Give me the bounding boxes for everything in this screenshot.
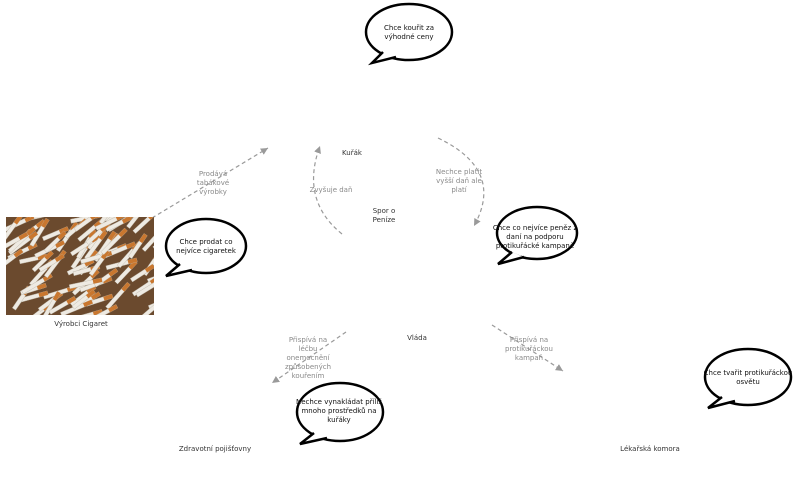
cigarette-shape: [132, 217, 154, 234]
cigarette-shape: [48, 295, 77, 315]
edge-label-prodava: Prodává tabákové výrobky: [196, 170, 230, 196]
bubble-text-kurak: Chce kouřit za výhodné ceny: [384, 24, 434, 41]
cigarette-shape: [148, 293, 154, 310]
edge-label-prispiva-lecbu: Přispívá na léčbu onemocnění způsobených…: [284, 336, 332, 380]
cigarette-shape: [135, 275, 154, 298]
cigarette-shape: [71, 289, 96, 310]
cigarette-shape: [43, 230, 67, 253]
speech-bubble-pojistovny: [295, 381, 385, 446]
speech-bubble-kurak: [364, 2, 454, 66]
node-lekarska-komora: Lékařská komora: [620, 445, 680, 453]
node-kurak: Kuřák: [342, 149, 362, 157]
cigarette-shape: [41, 226, 69, 241]
speech-bubble-vlada: [495, 205, 579, 266]
cigarette-shape: [130, 263, 154, 283]
cigarette-shape: [73, 309, 103, 315]
cigarette-shape: [141, 227, 154, 252]
edge-nechce-platit-arrow: [437, 137, 485, 227]
cigarette-shape: [95, 217, 126, 231]
cigarette-shape: [128, 233, 148, 259]
speech-bubble-vyrobci: [164, 217, 248, 278]
bubble-text-pojistovny: Nechce vynakládat příliš mnoho prostředk…: [295, 398, 382, 424]
cigarette-shape: [126, 217, 147, 229]
cigarette-shape: [38, 253, 65, 273]
bubble-text-vyrobci: Chce prodat co nejvíce cigaretek: [176, 238, 236, 255]
cigarette-shape: [105, 217, 132, 232]
cigarette-shape: [88, 249, 110, 277]
cigarette-shape: [42, 291, 61, 315]
node-vlada: Vláda: [407, 334, 427, 342]
cigarette-shape: [6, 217, 23, 241]
cigarette-shape: [68, 277, 103, 289]
cigarette-shape: [146, 267, 154, 284]
edge-label-prispiva-kampan: Přispívá na protikuřáckou kampaň: [505, 336, 553, 362]
cigarette-shape: [31, 250, 54, 273]
cigarette-shape: [19, 290, 49, 303]
cigarette-shape: [86, 304, 119, 315]
edge-label-zvysuje: Zvyšuje daň: [309, 186, 353, 194]
cigarette-shape: [100, 227, 128, 255]
edge-zvysuje-arrow: [313, 145, 343, 235]
cigarette-shape: [141, 293, 154, 315]
cigarettes-pattern: [6, 217, 154, 315]
cigarettes-image: [6, 217, 154, 315]
edge-label-nechce-platit: Nechce platit vyšší daň ale platí: [435, 168, 483, 194]
cigarette-shape: [105, 281, 131, 310]
edge-prispiva-kampan-arrow: [491, 324, 564, 372]
node-vyrobci-cigaret: Výrobci Cigaret: [54, 320, 108, 328]
cigarette-shape: [6, 231, 29, 249]
bubble-text-vlada: Chce co nejvíce peněz z daní na podporu …: [492, 224, 578, 250]
cigarette-shape: [73, 217, 100, 232]
speech-bubble-komora: [703, 347, 793, 410]
edge-prodava-arrow: [151, 147, 269, 219]
cigarette-shape: [29, 217, 50, 247]
cigarette-shape: [6, 248, 24, 269]
cigarette-shape: [104, 217, 131, 223]
bubble-text-komora: Chce tvařit protikuřáckou osvětu: [703, 369, 793, 386]
node-spor-o-penize: Spor o Peníze: [372, 207, 396, 224]
edge-prispiva-lecbu-arrow: [271, 331, 347, 384]
cigarette-shape: [98, 217, 119, 225]
node-zdravotni-pojistovny: Zdravotní pojišťovny: [178, 445, 252, 453]
